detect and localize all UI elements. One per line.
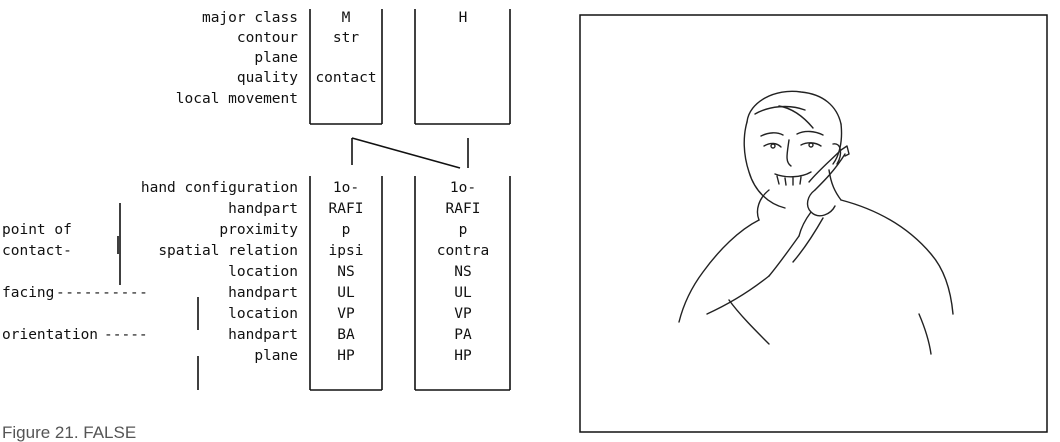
label-handpart: handpart (60, 201, 298, 217)
group-contact: contact- (2, 243, 72, 259)
figure-caption: Figure 21. FALSE (2, 424, 136, 442)
seg2-spatial-relation: contra (427, 243, 499, 259)
seg2-hand-configuration: 1o- (427, 180, 499, 196)
seg2-orientation-handpart: PA (427, 327, 499, 343)
label-quality: quality (60, 70, 298, 86)
label-contour: contour (60, 30, 298, 46)
group-point-of: point of (2, 222, 72, 238)
seg1-contour: str (310, 30, 382, 46)
seg1-facing-handpart: UL (310, 285, 382, 301)
seg1-orientation-plane: HP (310, 348, 382, 364)
label-plane: plane (60, 50, 298, 66)
seg1-facing-location: VP (310, 306, 382, 322)
seg2-facing-handpart: UL (427, 285, 499, 301)
orientation-leader: ----- (104, 327, 148, 343)
seg1-spatial-relation: ipsi (310, 243, 382, 259)
label-major-class: major class (60, 10, 298, 26)
seg1-handpart: RAFI (310, 201, 382, 217)
label-location: location (60, 264, 298, 280)
seg2-major-class: H (427, 10, 499, 26)
label-hand-configuration: hand configuration (60, 180, 298, 196)
seg1-major-class: M (310, 10, 382, 26)
seg2-orientation-plane: HP (427, 348, 499, 364)
group-orientation: orientation (2, 327, 98, 343)
seg1-quality: contact (310, 70, 382, 86)
signer-illustration (579, 14, 1049, 434)
label-spatial-relation: spatial relation (60, 243, 298, 259)
seg1-hand-configuration: 1o- (310, 180, 382, 196)
label-local-movement: local movement (60, 91, 298, 107)
seg1-orientation-handpart: BA (310, 327, 382, 343)
label-orientation-plane: plane (60, 348, 298, 364)
seg1-proximity: p (310, 222, 382, 238)
seg2-location: NS (427, 264, 499, 280)
group-facing: facing (2, 285, 54, 301)
seg2-handpart: RAFI (427, 201, 499, 217)
facing-leader: ---------- (56, 285, 148, 301)
seg1-location: NS (310, 264, 382, 280)
seg2-proximity: p (427, 222, 499, 238)
label-proximity: proximity (60, 222, 298, 238)
label-facing-location: location (60, 306, 298, 322)
seg2-facing-location: VP (427, 306, 499, 322)
